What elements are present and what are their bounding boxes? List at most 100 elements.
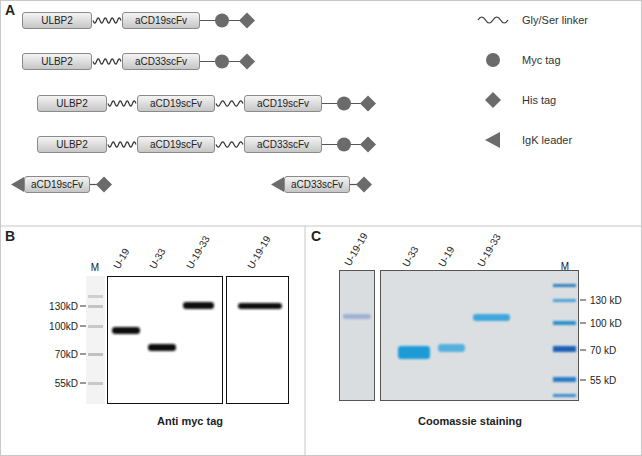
lane-label: U-19-19 [245,234,273,271]
size-marker: 100 kD [590,318,622,329]
legend-myc-symbol [486,53,500,67]
his-tag [239,54,255,70]
igk-leader [271,177,284,192]
construct-domain: ULBP2 [37,95,107,112]
domain-name: aCD19scFv [135,16,187,26]
legend-igk-symbol [485,132,500,148]
size-marker: 70 kD [590,345,616,356]
gel-band [343,314,371,319]
lane-label: M [91,262,99,273]
domain-name: aCD19scFv [257,99,309,109]
marker-lane [86,276,105,404]
blot-panel [108,277,223,404]
panel-divider [0,226,642,227]
marker-band [88,353,103,356]
panel-letter: B [5,229,15,244]
construct-domain: aCD33scFv [284,176,350,193]
construct-domain: aCD33scFv [244,136,322,153]
blot-panel [227,277,289,404]
blot-band [148,344,176,351]
tick [580,380,586,381]
blot-band [238,303,282,309]
gel-panel [381,271,579,401]
myc-tag [215,14,229,28]
legend-text: Gly/Ser linker [522,14,588,26]
tick [80,306,86,307]
tick [580,300,586,301]
construct-domain: aCD19scFv [137,136,215,153]
size-marker: 130 kD [590,295,622,306]
his-tag [360,96,376,112]
panel-letter: C [311,229,321,244]
construct-domain: ULBP2 [22,53,92,70]
construct-domain: aCD19scFv [137,95,215,112]
panel-letter: A [5,3,15,18]
legend-linker-symbol [478,17,508,23]
tick [80,383,86,384]
marker-band [88,295,103,298]
linker-connector [108,101,136,106]
myc-tag [337,97,351,111]
marker-band [553,394,576,397]
linker-connector [216,142,243,147]
size-marker: 100kD [49,321,78,332]
linker-connector [93,59,121,64]
domain-name: ULBP2 [56,99,88,109]
legend-text: His tag [522,94,556,106]
panel-caption: Anti myc tag [157,415,223,427]
lane-label: U-19-19 [342,231,370,268]
lane-label: U-33 [400,244,420,268]
marker-band [553,346,576,352]
size-marker: 70kD [55,349,78,360]
construct-domain: aCD19scFv [122,12,200,29]
size-marker: 130kD [49,301,78,312]
tick [580,323,586,324]
domain-name: aCD33scFv [291,180,343,190]
myc-tag [215,55,229,69]
blot-band [112,327,140,334]
gel-band [438,344,465,352]
legend-his-symbol [485,92,501,108]
gel-panel [340,271,375,401]
blot-band [183,302,214,309]
marker-band [553,377,576,382]
construct-domain: aCD19scFv [24,176,90,193]
igk-leader [11,177,24,192]
domain-name: aCD19scFv [150,99,202,109]
size-marker: 55kD [55,378,78,389]
panel-caption: Coomassie staining [418,415,522,427]
lane-label: U-19 [436,244,456,268]
gel-band [473,314,510,321]
marker-band [88,382,103,385]
marker-band [553,299,576,302]
panel-divider [305,226,306,456]
lane-label: U-33 [147,246,167,270]
gel-band [398,346,430,359]
domain-name: aCD19scFv [31,180,83,190]
lane-label: M [561,261,569,272]
marker-band [553,284,576,287]
tick [80,354,86,355]
his-tag [239,13,255,29]
domain-name: aCD19scFv [150,140,202,150]
tick [580,350,586,351]
size-marker: 55 kD [590,375,616,386]
his-tag [356,177,372,193]
legend-text: Myc tag [522,54,561,66]
tick [80,326,86,327]
linker-connector [216,101,243,106]
his-tag [360,137,376,153]
legend-text: IgK leader [522,134,572,146]
lane-label: U-19-33 [475,232,503,269]
domain-name: aCD33scFv [257,140,309,150]
construct-domain: ULBP2 [22,12,92,29]
domain-name: ULBP2 [41,57,73,67]
marker-band [88,305,103,308]
construct-domain: ULBP2 [37,136,107,153]
lane-label: U-19 [111,246,131,270]
construct-domain: aCD19scFv [244,95,322,112]
